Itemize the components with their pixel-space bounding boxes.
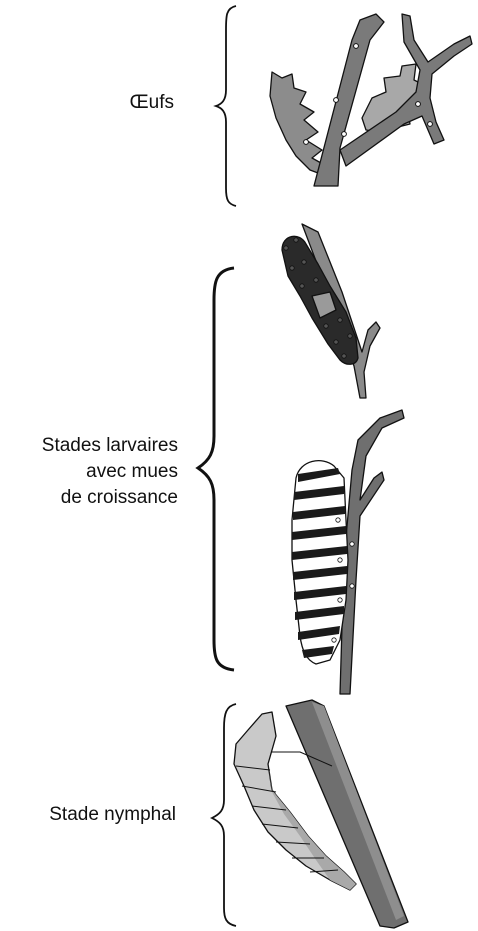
mature-caterpillar-illustration xyxy=(292,410,404,694)
young-caterpillar-illustration xyxy=(282,224,380,398)
eggs-bracket xyxy=(216,6,236,206)
chrysalis-illustration xyxy=(234,700,408,928)
larval-bracket xyxy=(198,268,234,670)
egg-stage-illustration xyxy=(270,14,472,186)
pupa-stem-highlight xyxy=(312,702,404,920)
pupal-bracket xyxy=(212,704,236,926)
caterpillar-stem xyxy=(340,410,404,694)
